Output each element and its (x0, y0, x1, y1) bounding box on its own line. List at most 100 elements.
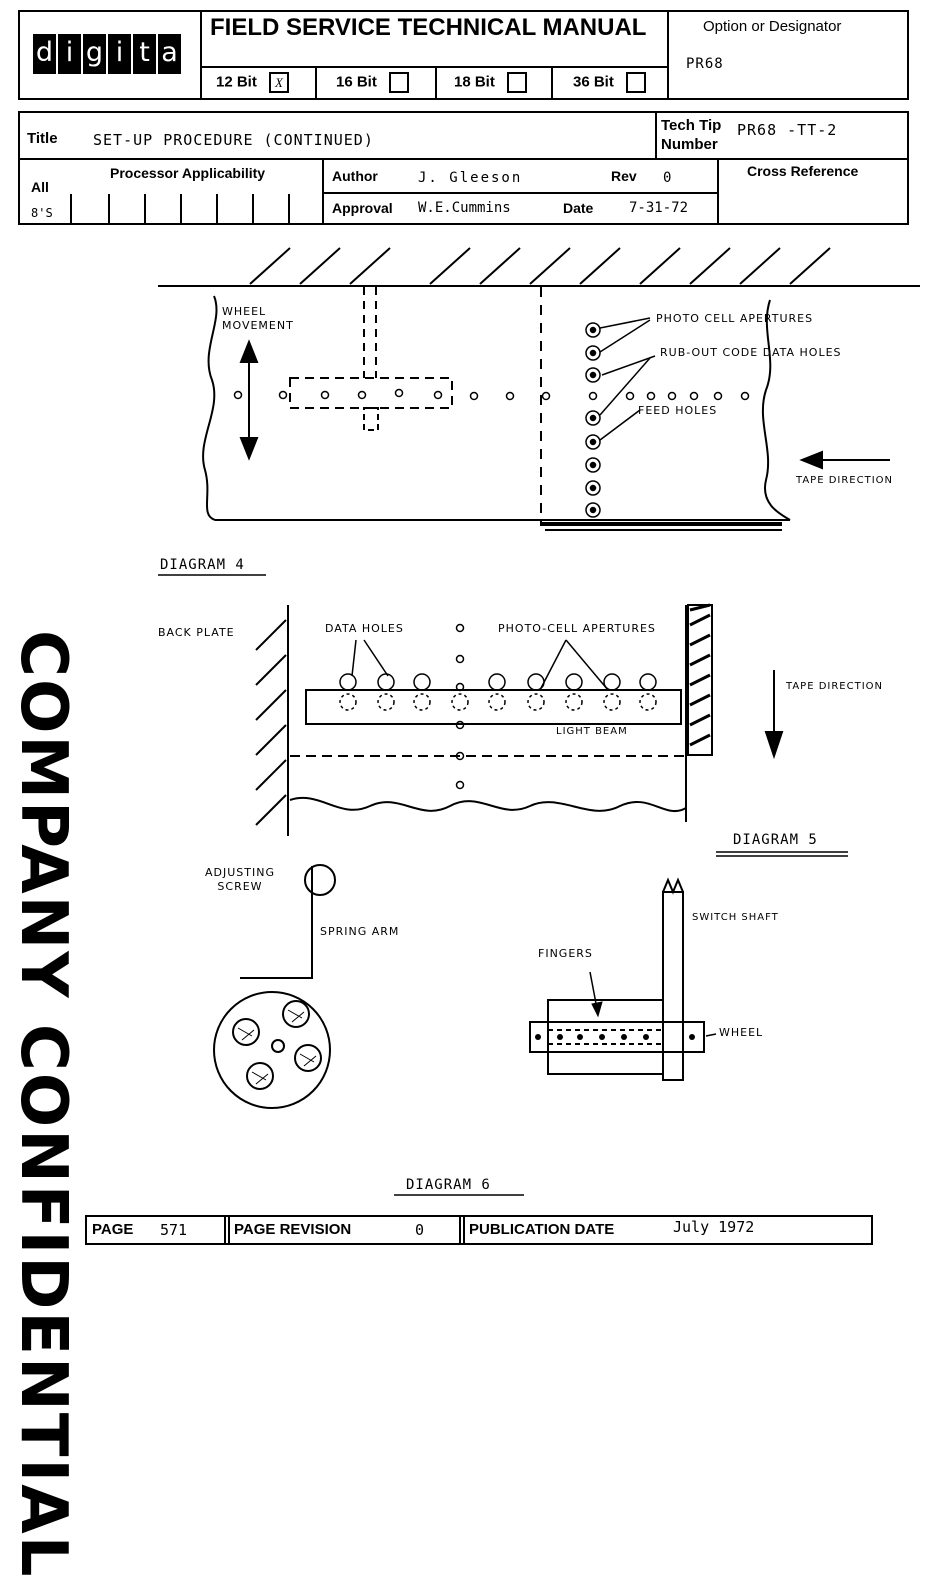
diagram-5-drawing (255, 603, 848, 857)
feed-holes-label: FEED HOLES (638, 404, 718, 417)
rub-out-code-label: RUB-OUT CODE DATA HOLES (660, 346, 842, 359)
manual-title: FIELD SERVICE TECHNICAL MANUAL (210, 14, 647, 41)
processor-label: Processor Applicability (110, 165, 266, 181)
adjusting-screw-label: ADJUSTING SCREW (205, 866, 275, 894)
header-divider (315, 66, 317, 100)
header-divider (200, 10, 202, 100)
info-divider (18, 158, 909, 160)
bit-option-16: 16 Bit (336, 72, 410, 93)
processor-cell-divider (144, 194, 146, 225)
diagram-5-holes (339, 623, 657, 790)
processor-cell-divider (108, 194, 110, 225)
title-value: SET-UP PROCEDURE (CONTINUED) (93, 131, 374, 149)
techtip-label: Tech Tip Number (661, 116, 721, 154)
bit-option-18: 18 Bit (454, 72, 528, 93)
back-plate-label: BACK PLATE (158, 626, 235, 639)
techtip-label-line: Tech Tip (661, 117, 722, 134)
author-value: J. Gleeson (418, 170, 523, 186)
approval-value: W.E.Cummins (418, 200, 511, 216)
footer-divider (224, 1215, 226, 1245)
diagram-5-title: DIAGRAM 5 (733, 832, 818, 848)
processor-cell-divider (180, 194, 182, 225)
company-confidential-stamp: COMPANY CONFIDENTIAL (6, 630, 80, 1578)
info-divider (655, 111, 657, 159)
diagram-4-title: DIAGRAM 4 (160, 557, 245, 573)
logo-letter: i (58, 34, 81, 74)
footer-block (85, 1215, 873, 1245)
bit-checkbox-36[interactable] (626, 72, 647, 93)
logo-letter: i (108, 34, 131, 74)
light-beam-label: LIGHT BEAM (556, 726, 628, 737)
adjusting-screw-line: SCREW (217, 880, 263, 893)
page-revision-value: 0 (415, 1221, 425, 1239)
bit-option-label: 18 Bit (454, 73, 495, 91)
all-value: 8'S (31, 206, 53, 220)
logo-letter: a (158, 34, 181, 74)
header-divider (551, 66, 553, 100)
option-designator-label: Option or Designator (703, 18, 842, 35)
header-divider (435, 66, 437, 100)
digital-logo: d i g i t a l (30, 0, 195, 90)
date-label: Date (563, 200, 594, 216)
option-designator-value: PR68 (686, 56, 724, 72)
info-block (18, 111, 909, 225)
publication-date-value: July 1972 (673, 1218, 755, 1236)
bit-option-label: 16 Bit (336, 73, 377, 91)
footer-divider (228, 1215, 230, 1245)
diagrams-drawing (158, 247, 920, 1196)
footer-divider (459, 1215, 461, 1245)
bit-option-12: 12 Bit X (216, 72, 290, 93)
header-divider (200, 66, 668, 68)
page-value: 571 (160, 1221, 188, 1239)
processor-cell-divider (288, 194, 290, 225)
title-label: Title (27, 130, 58, 147)
logo-letter: g (83, 34, 106, 74)
bit-option-36: 36 Bit (573, 72, 647, 93)
techtip-label-line: Number (661, 136, 718, 153)
wheel-label: WHEEL (719, 1026, 764, 1039)
photo-cell-apertures-label: PHOTO CELL APERTURES (656, 312, 814, 325)
diagram-4-drawing (158, 247, 920, 576)
rev-value: 0 (663, 170, 672, 186)
diagram-4-holes (233, 322, 750, 518)
processor-cell-divider (216, 194, 218, 225)
header-divider (667, 10, 669, 100)
tape-direction-label-4: TAPE DIRECTION (796, 475, 894, 486)
photo-cell-apertures-label-5: PHOTO-CELL APERTURES (498, 622, 656, 635)
adjusting-screw-line: ADJUSTING (205, 866, 275, 879)
publication-date-label: PUBLICATION DATE (469, 1221, 615, 1238)
info-divider (322, 192, 718, 194)
wheel-movement-label: WHEEL MOVEMENT (222, 305, 294, 333)
tape-direction-label-5: TAPE DIRECTION (786, 681, 884, 692)
bit-option-label: 12 Bit (216, 73, 257, 91)
bit-checkbox-16[interactable] (389, 72, 410, 93)
page-revision-label: PAGE REVISION (234, 1221, 352, 1238)
crossref-label: Cross Reference (747, 163, 859, 179)
info-divider (717, 158, 719, 225)
all-label: All (31, 179, 49, 195)
rev-label: Rev (611, 168, 637, 184)
approval-label: Approval (332, 200, 393, 216)
bit-checkbox-18[interactable] (507, 72, 528, 93)
wheel-movement-line: WHEEL (222, 305, 267, 318)
date-value: 7-31-72 (629, 200, 689, 216)
page-label: PAGE (92, 1221, 134, 1238)
diagram-6-title: DIAGRAM 6 (406, 1177, 491, 1193)
footer-divider (463, 1215, 465, 1245)
logo-letter: d (33, 34, 56, 74)
fingers-label: FINGERS (538, 947, 593, 960)
info-divider (322, 158, 324, 225)
spring-arm-label: SPRING ARM (320, 925, 400, 938)
data-holes-label: DATA HOLES (325, 622, 404, 635)
processor-cell-divider (70, 194, 72, 225)
header-block (18, 10, 909, 100)
author-label: Author (332, 168, 378, 184)
switch-shaft-label: SWITCH SHAFT (692, 912, 779, 923)
bit-checkbox-12[interactable]: X (269, 72, 290, 93)
techtip-value: PR68 -TT-2 (737, 121, 838, 139)
processor-cell-divider (252, 194, 254, 225)
diagram-6-drawing (213, 864, 717, 1196)
wheel-movement-line: MOVEMENT (222, 319, 294, 332)
bit-option-label: 36 Bit (573, 73, 614, 91)
logo-letter: t (133, 34, 156, 74)
